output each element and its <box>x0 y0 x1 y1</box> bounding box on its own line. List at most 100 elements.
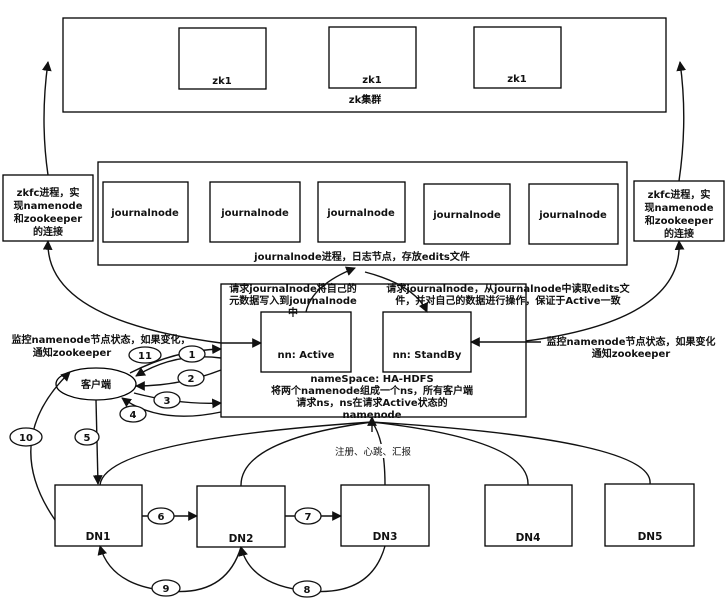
step-label-1: 1 <box>189 350 196 361</box>
ns-desc-1: nameSpace: HA-HDFS <box>310 374 433 385</box>
datanode-dn4-label: DN4 <box>516 532 541 544</box>
monitor-right-line-2: 通知zookeeper <box>592 347 670 360</box>
register-lines <box>99 416 651 487</box>
datanode-dn3-label: DN3 <box>373 531 398 543</box>
ns-read-note-2: 件，并对自己的数据进行操作，保证于Active一致 <box>395 294 621 307</box>
zkfc-left-box <box>2 174 94 242</box>
zkfc-right: zkfc进程，实 现namenode 和zookeeper 的连接 <box>633 180 725 242</box>
zk-node-1-label: zk1 <box>212 76 231 87</box>
ns-desc-3: 请求ns，ns在请求Active状态的 <box>296 396 447 409</box>
monitor-right-line-1: 监控namenode节点状态，如果变化 <box>547 335 716 348</box>
step-badge-2 <box>177 369 205 387</box>
namenode-standby-box <box>382 311 472 373</box>
step-label-7: 7 <box>305 512 312 523</box>
step-badge-3 <box>153 391 181 409</box>
step-label-8: 8 <box>304 585 311 596</box>
datanodes: DN1 DN2 DN3 DN4 DN5 <box>54 483 695 548</box>
zkfc-left-line-2: 现namenode <box>14 200 83 212</box>
dn4-register-line <box>371 421 529 486</box>
zkfc-left-to-zk-arrow <box>41 61 52 176</box>
datanode-dn2 <box>196 485 286 548</box>
zkfc-right-monitor-arrow <box>525 240 685 342</box>
namenode-active-box <box>260 311 352 373</box>
step-badge-9 <box>151 579 181 597</box>
step-badge-6 <box>147 507 175 525</box>
step-badges: 1 2 3 4 5 6 7 8 9 10 11 <box>9 345 322 598</box>
zkfc-right-line-2: 现namenode <box>645 202 714 214</box>
zkfc-right-line-3: 和zookeeper <box>644 214 713 227</box>
step-label-5: 5 <box>84 433 91 444</box>
journal-cluster: journalnode journalnode journalnode jour… <box>97 161 628 266</box>
ns-read-note-1: 请求journalnode，从journalnode中读取edits文 <box>386 282 630 295</box>
zkfc-left-line-1: zkfc进程，实 <box>17 186 80 199</box>
zkfc-right-line-4: 的连接 <box>664 227 694 240</box>
journal-node-1-label: journalnode <box>110 208 179 219</box>
ns-write-note-1: 请求journalnode将自己的 <box>229 282 357 295</box>
dn5-register-line <box>371 421 651 485</box>
zkfc-left-line-4: 的连接 <box>33 225 63 238</box>
monitor-left-line-2: 通知zookeeper <box>33 346 111 359</box>
namenode-standby-label: nn: StandBy <box>393 350 462 361</box>
zkfc-right-to-zk-arrow <box>676 61 687 182</box>
monitor-left-line-1: 监控namenode节点状态，如果变化， <box>12 333 191 346</box>
journal-node-4 <box>423 183 511 245</box>
step-label-9: 9 <box>163 584 170 595</box>
step-badge-8 <box>292 580 322 598</box>
journal-node-4-label: journalnode <box>432 210 501 221</box>
journal-node-2 <box>209 181 301 243</box>
step-label-4: 4 <box>130 410 137 421</box>
ns-desc-4: namenode <box>343 410 402 421</box>
register-label-bg <box>326 444 420 458</box>
zk-cluster-label: zk集群 <box>349 93 381 106</box>
step-label-11: 11 <box>138 351 152 362</box>
step-badge-10 <box>9 427 43 447</box>
client-response-arrow-11 <box>135 356 222 377</box>
ns-write-note-3: 中 <box>288 306 298 319</box>
client-label: 客户端 <box>80 378 111 391</box>
datanode-dn5 <box>604 483 695 547</box>
zk-node-2 <box>328 26 417 89</box>
step-label-3: 3 <box>164 396 171 407</box>
zk-node-3-label: zk1 <box>507 74 526 85</box>
zk-cluster: zk1 zk1 zk1 zk集群 <box>62 17 667 113</box>
datanode-dn4 <box>484 484 573 547</box>
journal-node-5-label: journalnode <box>538 210 607 221</box>
journal-node-3 <box>317 181 406 243</box>
zkfc-left-monitor-arrow <box>42 240 222 344</box>
zkfc-right-box <box>633 180 725 242</box>
ns-desc-2: 将两个namenode组成一个ns，所有客户端 <box>271 384 473 397</box>
step-badge-11 <box>128 346 162 364</box>
step-badge-4 <box>119 405 147 423</box>
ns-write-note-2: 元数据写入到journalnode <box>229 294 357 307</box>
namenode-active-label: nn: Active <box>278 350 335 361</box>
zkfc-left-line-3: 和zookeeper <box>13 212 82 225</box>
journal-node-5 <box>528 183 619 245</box>
journal-node-3-label: journalnode <box>326 208 395 219</box>
step-badge-7 <box>294 507 322 525</box>
namespace: nn: Active nn: StandBy 请求journalnode将自己的… <box>220 282 631 421</box>
step-badge-1 <box>178 345 206 363</box>
step-label-2: 2 <box>188 374 195 385</box>
zkfc-right-line-1: zkfc进程，实 <box>648 188 711 201</box>
journal-node-2-label: journalnode <box>220 208 289 219</box>
journal-cluster-label: journalnode进程，日志节点，存放edits文件 <box>253 250 470 263</box>
datanode-dn5-label: DN5 <box>638 531 663 543</box>
active-to-journal-arrow <box>305 266 356 313</box>
datanode-dn2-label: DN2 <box>229 533 254 545</box>
zk-node-3 <box>473 26 562 89</box>
zk-node-2-label: zk1 <box>362 75 381 86</box>
zkfc-left: zkfc进程，实 现namenode 和zookeeper 的连接 <box>2 174 94 242</box>
step-label-10: 10 <box>19 433 33 444</box>
datanode-dn1-label: DN1 <box>86 531 111 543</box>
zk-node-1 <box>178 27 267 90</box>
datanode-dn3 <box>340 484 430 547</box>
register-label: 注册、心跳、汇报 <box>335 446 412 458</box>
step-badge-5 <box>74 428 100 446</box>
dn2-register-line <box>240 421 373 487</box>
journal-node-1 <box>102 181 189 243</box>
client-response-arrow-4 <box>121 397 222 417</box>
step-label-6: 6 <box>158 512 165 523</box>
dn1-register-line <box>99 421 373 486</box>
journal-to-standby-arrow <box>364 271 428 313</box>
